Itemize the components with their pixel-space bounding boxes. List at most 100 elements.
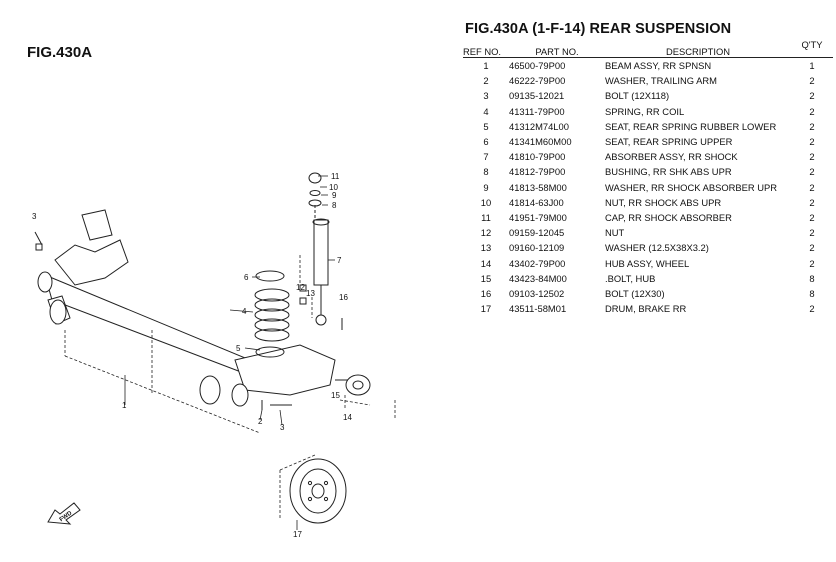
cell-ref: 9 xyxy=(483,181,489,193)
cell-description: BUSHING, RR SHK ABS UPR xyxy=(605,166,732,178)
cell-part-no: 09159-12045 xyxy=(509,227,565,239)
callout-15: 15 xyxy=(331,391,340,400)
cell-qty: 8 xyxy=(809,288,815,300)
cell-qty: 2 xyxy=(809,166,815,178)
cell-description: .BOLT, HUB xyxy=(605,272,656,284)
table-row: 13 09160-12109 WASHER (12.5X38X3.2) 2 xyxy=(463,240,833,255)
parts-table: REF NO. PART NO. DESCRIPTION Q'TY 1 46500… xyxy=(463,39,833,316)
small-hardware xyxy=(34,231,343,410)
table-row: 3 09135-12021 BOLT (12X118) 2 xyxy=(463,88,833,103)
cell-description: HUB ASSY, WHEEL xyxy=(605,257,690,269)
cell-description: SEAT, REAR SPRING UPPER xyxy=(605,136,733,148)
cell-part-no: 41951-79M00 xyxy=(509,212,567,224)
cell-part-no: 41311-79P00 xyxy=(509,105,565,117)
cell-ref: 5 xyxy=(483,120,489,132)
cell-ref: 11 xyxy=(481,212,491,224)
callout-16: 16 xyxy=(339,293,348,302)
callout-2: 2 xyxy=(258,417,263,426)
cell-qty: 2 xyxy=(809,242,815,254)
cell-part-no: 41813-58M00 xyxy=(509,181,567,193)
cell-part-no: 43511-58M01 xyxy=(509,303,567,315)
cell-part-no: 46500-79P00 xyxy=(509,60,566,71)
callout-10: 10 xyxy=(329,183,338,192)
cell-qty: 2 xyxy=(809,90,815,102)
cell-part-no: 41810-79P00 xyxy=(509,151,566,163)
table-row: 8 41812-79P00 BUSHING, RR SHK ABS UPR 2 xyxy=(463,164,833,179)
cell-description: WASHER, RR SHOCK ABSORBER UPR xyxy=(605,181,778,193)
table-row: 15 43423-84M00 .BOLT, HUB 8 xyxy=(463,271,833,286)
header-part: PART NO. xyxy=(535,46,579,57)
cell-ref: 14 xyxy=(480,257,492,269)
header-ref: REF NO. xyxy=(463,46,502,57)
cell-part-no: 09135-12021 xyxy=(509,90,565,102)
cell-description: NUT, RR SHOCK ABS UPR xyxy=(605,196,722,208)
cell-part-no: 41812-79P00 xyxy=(509,166,566,178)
callout-6: 6 xyxy=(244,273,249,282)
table-row: 17 43511-58M01 DRUM, BRAKE RR 2 xyxy=(463,301,833,316)
callout-5: 5 xyxy=(236,344,241,353)
cell-description: SPRING, RR COIL xyxy=(605,105,685,117)
cell-description: WASHER (12.5X38X3.2) xyxy=(605,242,709,254)
table-row: 9 41813-58M00 WASHER, RR SHOCK ABSORBER UP… xyxy=(463,180,833,195)
shock-absorber xyxy=(308,172,330,326)
cell-description: ABSORBER ASSY, RR SHOCK xyxy=(605,151,738,163)
callout-3a: 3 xyxy=(280,423,285,432)
header-desc: DESCRIPTION xyxy=(665,46,731,57)
cell-description: SEAT, REAR SPRING RUBBER LOWER xyxy=(605,120,777,132)
callout-4: 4 xyxy=(242,307,247,316)
cell-ref: 13 xyxy=(480,242,492,254)
cell-description: WASHER, TRAILING ARM xyxy=(605,75,717,87)
cell-ref: 12 xyxy=(480,227,492,239)
cell-ref: 10 xyxy=(480,196,492,208)
table-row: 5 41312M74L00 SEAT, REAR SPRING RUBBER LOW… xyxy=(463,119,833,134)
table-header-row: REF NO. PART NO. DESCRIPTION Q'TY xyxy=(463,39,833,58)
cell-description: BOLT (12X30) xyxy=(605,288,665,300)
callout-1: 1 xyxy=(122,401,127,410)
callout-7: 7 xyxy=(337,256,342,265)
cell-qty: 2 xyxy=(809,120,815,132)
brake-drum xyxy=(289,458,347,524)
callout-17: 17 xyxy=(293,530,302,539)
callout-12: 12 xyxy=(296,283,305,292)
cell-part-no: 46222-79P00 xyxy=(509,75,566,87)
cell-part-no: 09160-12109 xyxy=(509,242,565,254)
axle-beam xyxy=(37,209,336,407)
cell-ref: 15 xyxy=(480,272,492,284)
figure-label: FIG.430A xyxy=(27,44,93,61)
cell-ref: 8 xyxy=(483,166,489,178)
cell-ref: 2 xyxy=(483,75,489,87)
cell-qty: 2 xyxy=(809,303,815,315)
cell-ref: 6 xyxy=(483,136,489,148)
cell-part-no: 43423-84M00 xyxy=(509,272,567,284)
cell-description: DRUM, BRAKE RR xyxy=(605,303,687,315)
cell-description: NUT xyxy=(605,227,625,239)
callout-8: 8 xyxy=(332,201,337,210)
cell-qty: 2 xyxy=(809,105,815,117)
callout-9: 9 xyxy=(332,191,337,200)
cell-ref: 1 xyxy=(483,60,489,71)
callout-11: 11 xyxy=(331,172,340,181)
wheel-hub xyxy=(335,374,371,396)
cell-ref: 17 xyxy=(480,303,492,315)
cell-ref: 3 xyxy=(483,90,489,102)
cell-description: BOLT (12X118) xyxy=(605,90,670,102)
cell-part-no: 41312M74L00 xyxy=(509,120,569,132)
cell-qty: 2 xyxy=(809,257,815,269)
coil-spring xyxy=(254,270,290,358)
cell-part-no: 09103-12502 xyxy=(509,288,565,300)
cell-qty: 2 xyxy=(809,196,815,208)
cell-qty: 2 xyxy=(809,181,815,193)
callout-13: 13 xyxy=(306,289,315,298)
cell-qty: 2 xyxy=(809,212,815,224)
cell-qty: 8 xyxy=(809,272,815,284)
cell-qty: 1 xyxy=(809,60,815,71)
